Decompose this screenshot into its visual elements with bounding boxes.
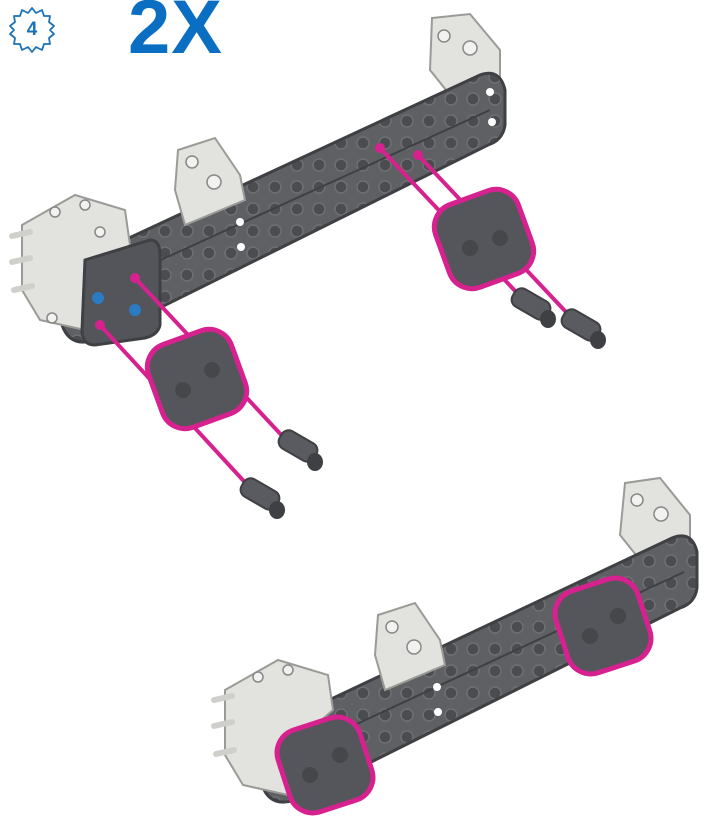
shaft-pin bbox=[238, 475, 285, 519]
shaft-pin bbox=[276, 427, 323, 471]
completed-assembly bbox=[214, 478, 697, 819]
pin-hole-blue bbox=[129, 304, 141, 316]
shaft-pin bbox=[559, 306, 606, 349]
square-pad-highlighted bbox=[141, 323, 254, 436]
exploded-assembly bbox=[12, 14, 606, 519]
square-pad-highlighted bbox=[428, 183, 541, 296]
pin-hole-blue bbox=[92, 292, 104, 304]
